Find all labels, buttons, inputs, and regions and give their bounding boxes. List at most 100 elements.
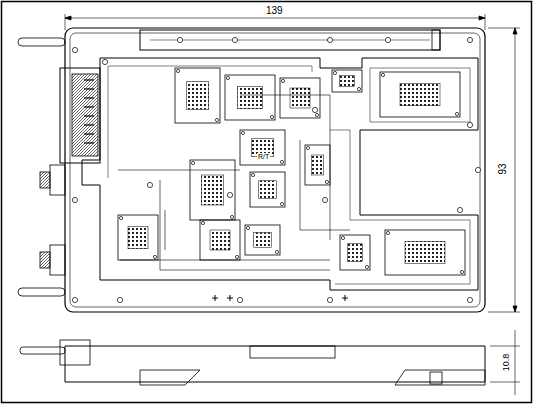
dimension-text: 93 bbox=[498, 162, 508, 175]
screw bbox=[117, 297, 122, 302]
screw bbox=[381, 73, 384, 76]
screw bbox=[153, 255, 156, 258]
sma-connector bbox=[50, 245, 65, 275]
screw bbox=[327, 37, 332, 42]
component bbox=[348, 244, 363, 262]
screw bbox=[475, 167, 480, 172]
screw bbox=[280, 160, 283, 163]
antenna bbox=[20, 347, 65, 354]
screw bbox=[365, 265, 368, 268]
top-rail bbox=[140, 30, 440, 50]
screw bbox=[341, 236, 344, 239]
component bbox=[400, 83, 440, 106]
component bbox=[290, 88, 310, 108]
d-sub-pins bbox=[72, 74, 98, 156]
component bbox=[238, 86, 263, 109]
side-flange bbox=[140, 370, 485, 385]
component bbox=[259, 181, 277, 199]
rf-module bbox=[280, 78, 320, 118]
screw bbox=[467, 37, 472, 42]
antenna bbox=[18, 288, 65, 296]
cavity-wall bbox=[330, 130, 470, 284]
screw bbox=[312, 107, 317, 112]
rf-module bbox=[385, 230, 465, 275]
pin bbox=[84, 79, 94, 80]
d-sub-connector bbox=[60, 68, 100, 163]
sma-connector bbox=[50, 165, 65, 195]
screw bbox=[227, 192, 232, 197]
line bbox=[342, 295, 348, 301]
pin bbox=[84, 133, 94, 134]
housing bbox=[65, 28, 485, 312]
screw bbox=[467, 122, 472, 127]
antenna bbox=[18, 38, 65, 46]
component bbox=[128, 226, 148, 249]
screw bbox=[232, 37, 237, 42]
housing-rim bbox=[70, 33, 480, 307]
screw bbox=[230, 215, 233, 218]
screw bbox=[306, 146, 309, 149]
screw bbox=[246, 226, 249, 229]
component bbox=[201, 175, 224, 205]
screw bbox=[72, 47, 77, 52]
screw bbox=[315, 113, 318, 116]
screw bbox=[457, 207, 462, 212]
sma-side bbox=[430, 372, 442, 384]
screw bbox=[467, 297, 472, 302]
screw bbox=[281, 79, 284, 82]
screw bbox=[191, 161, 194, 164]
component bbox=[405, 241, 445, 264]
screw bbox=[251, 173, 254, 176]
dimension-text: 139 bbox=[265, 6, 284, 16]
rf-module bbox=[305, 145, 330, 185]
screw bbox=[119, 216, 122, 219]
screw bbox=[102, 59, 107, 64]
screw bbox=[460, 270, 463, 273]
rf-module bbox=[190, 160, 235, 220]
component bbox=[340, 76, 355, 87]
line bbox=[212, 295, 218, 301]
rf-module bbox=[200, 220, 240, 260]
dimension-arrow bbox=[65, 16, 485, 20]
component bbox=[210, 230, 230, 250]
rf-module bbox=[380, 72, 460, 117]
screw bbox=[241, 131, 244, 134]
pin bbox=[84, 115, 94, 116]
screw bbox=[72, 297, 77, 302]
rf-module bbox=[240, 130, 285, 165]
rf-module bbox=[340, 235, 370, 270]
sma-thread bbox=[40, 172, 50, 188]
screw bbox=[275, 250, 278, 253]
screw bbox=[201, 221, 204, 224]
dimension-text: 10.8 bbox=[502, 353, 511, 373]
rf-module bbox=[118, 215, 158, 260]
rail-end bbox=[432, 30, 440, 50]
screw bbox=[357, 87, 360, 90]
screw bbox=[237, 297, 242, 302]
screw bbox=[176, 69, 179, 72]
screw bbox=[385, 37, 390, 42]
line bbox=[227, 295, 233, 301]
dimension-line bbox=[488, 28, 520, 312]
screw bbox=[270, 115, 273, 118]
screw bbox=[147, 182, 152, 187]
screw bbox=[325, 180, 328, 183]
module-label: R/T bbox=[257, 153, 270, 160]
pin bbox=[84, 106, 94, 107]
screw bbox=[215, 118, 218, 121]
side-boss bbox=[250, 346, 335, 358]
screw bbox=[386, 231, 389, 234]
pin bbox=[84, 97, 94, 98]
rf-module bbox=[250, 172, 285, 207]
screw bbox=[333, 71, 336, 74]
screw bbox=[177, 37, 182, 42]
component bbox=[254, 233, 272, 248]
dimension-line bbox=[490, 330, 520, 395]
screw bbox=[280, 202, 283, 205]
screw bbox=[72, 197, 77, 202]
pin bbox=[84, 124, 94, 125]
connector-side bbox=[60, 340, 90, 365]
cavity-wall bbox=[82, 58, 478, 290]
